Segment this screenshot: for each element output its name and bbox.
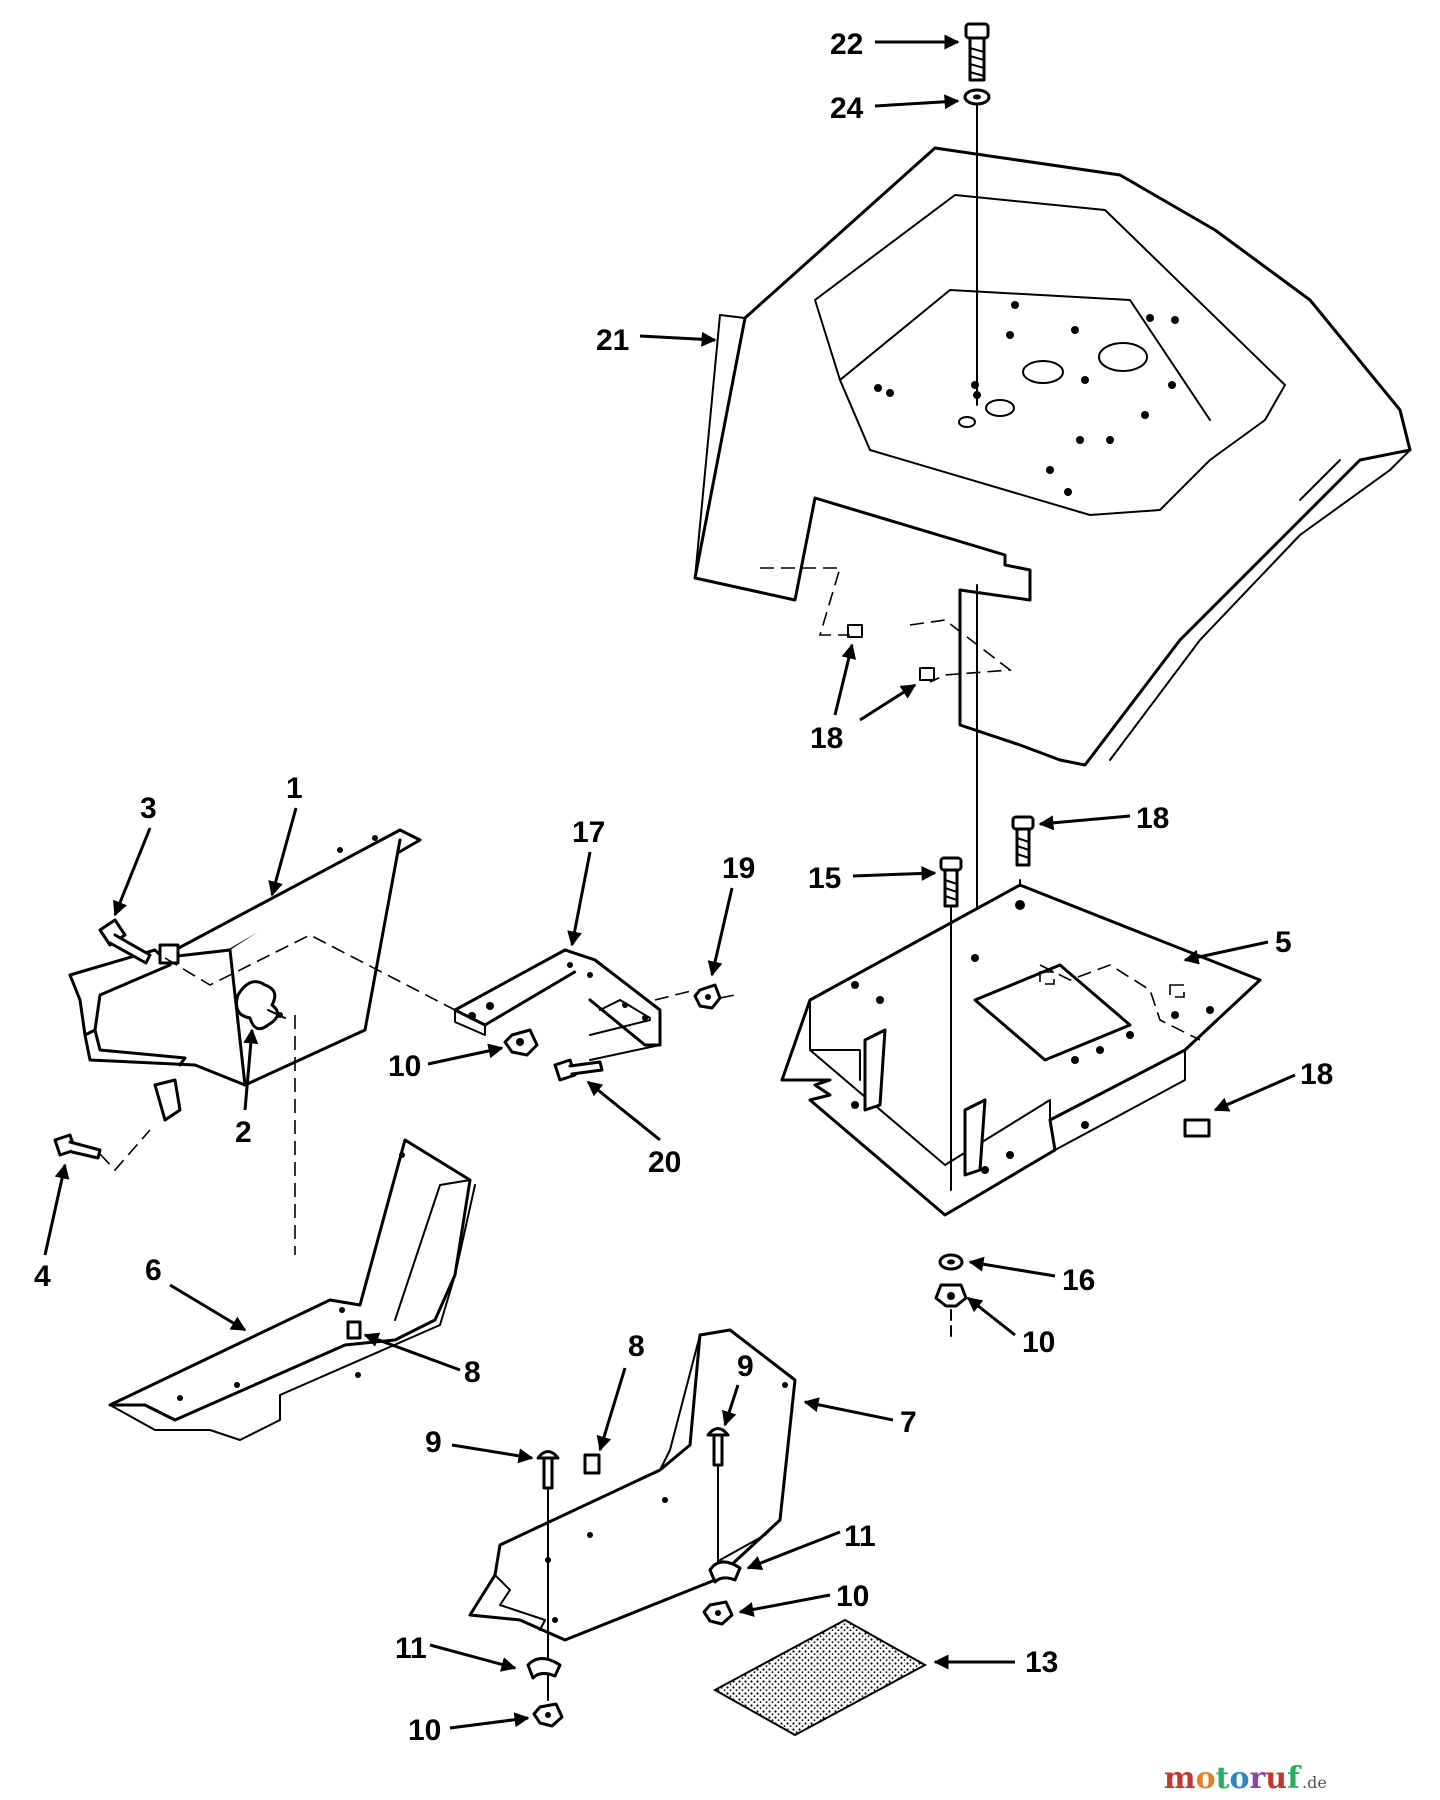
nut-part-10-footrest-left — [532, 1702, 564, 1728]
svg-text:18: 18 — [810, 722, 843, 755]
washer-part-16 — [938, 1253, 964, 1271]
bolt-part-21 — [553, 1058, 604, 1082]
nut-part-10-footrest-right — [702, 1600, 734, 1626]
svg-text:11: 11 — [395, 1632, 427, 1665]
svg-text:10: 10 — [836, 1580, 869, 1613]
screw-part-3 — [98, 918, 152, 965]
svg-text:18: 18 — [1300, 1058, 1333, 1091]
callout-8-right: 8 — [596, 1330, 645, 1452]
callout-10-footrest-right: 10 — [738, 1580, 869, 1617]
watermark-logo: motoruf .de — [1164, 1761, 1327, 1796]
clip-part-11-right — [708, 1560, 742, 1584]
callout-11-left: 11 — [395, 1632, 517, 1672]
callout-24: 24 — [830, 92, 960, 125]
seat-support-part-5 — [780, 879, 1262, 1217]
callout-6: 6 — [145, 1254, 247, 1332]
callout-22: 21 — [596, 324, 717, 357]
svg-text:11: 11 — [844, 1520, 876, 1553]
watermark-letter: m — [1164, 1761, 1196, 1796]
svg-text:2: 2 — [235, 1116, 252, 1149]
svg-text:1: 1 — [286, 772, 303, 805]
carriage-bolt-part-9-left — [536, 1450, 560, 1490]
callout-18-upper: 18 — [810, 643, 917, 755]
watermark-letter: r — [1249, 1761, 1266, 1796]
svg-text:7: 7 — [900, 1406, 917, 1439]
callout-4: 4 — [34, 1163, 70, 1293]
carriage-bolt-part-9-right — [706, 1427, 730, 1467]
callout-10-bracket: 10 — [388, 1043, 504, 1083]
svg-text:22: 22 — [830, 28, 863, 61]
nut-part-19 — [693, 983, 722, 1010]
callout-2: 2 — [235, 1028, 259, 1149]
callout-10-right: 10 — [966, 1296, 1055, 1359]
svg-text:24: 24 — [830, 92, 864, 125]
bracket-part-17 — [453, 948, 662, 1061]
svg-text:17: 17 — [572, 816, 605, 849]
footrest-part-7 — [468, 1328, 797, 1642]
svg-text:motoruf: motoruf — [1164, 1761, 1302, 1796]
callout-10-footrest-left: 10 — [408, 1712, 530, 1747]
bolt-part-23 — [964, 22, 990, 82]
svg-text:9: 9 — [425, 1426, 442, 1459]
seat-pan-part-22 — [693, 146, 1412, 767]
knob-part-2 — [235, 980, 286, 1031]
bolt-part-20 — [1011, 815, 1035, 867]
watermark-letter: t — [1216, 1761, 1230, 1796]
svg-text:5: 5 — [1275, 926, 1292, 959]
callout-labels: 22 24 21 18 1 3 2 4 17 19 10 20 15 18 5 … — [34, 28, 1333, 1747]
callout-20: 18 — [1038, 802, 1169, 835]
watermark-letter: f — [1287, 1761, 1302, 1796]
svg-text:10: 10 — [388, 1050, 421, 1083]
svg-text:8: 8 — [464, 1356, 481, 1389]
callout-17: 17 — [567, 816, 605, 947]
bolt-part-15 — [939, 856, 963, 908]
pad-part-13 — [712, 1618, 928, 1737]
callout-18-lower: 18 — [1213, 1058, 1333, 1112]
clip-part-11-left — [526, 1657, 562, 1680]
watermark-letter: o — [1196, 1761, 1216, 1796]
svg-text:3: 3 — [140, 792, 157, 825]
svg-text:4: 4 — [34, 1260, 51, 1293]
callout-8-left: 8 — [363, 1332, 481, 1389]
watermark-letter: o — [1229, 1761, 1249, 1796]
callout-9-right: 9 — [722, 1350, 754, 1427]
svg-text:16: 16 — [1062, 1264, 1095, 1297]
washer-part-24 — [963, 88, 991, 106]
svg-text:15: 15 — [808, 862, 841, 895]
svg-text:6: 6 — [145, 1254, 162, 1287]
svg-text:21: 21 — [596, 324, 629, 357]
screw-part-4 — [53, 1129, 151, 1172]
callout-21: 20 — [586, 1080, 681, 1179]
callout-23: 22 — [830, 28, 960, 61]
svg-text:19: 19 — [722, 852, 755, 885]
svg-text:9: 9 — [737, 1350, 754, 1383]
callout-16: 16 — [968, 1256, 1095, 1297]
svg-text:13: 13 — [1025, 1646, 1058, 1679]
nut-part-10-right — [934, 1283, 968, 1308]
callout-3: 3 — [113, 792, 157, 917]
svg-text:10: 10 — [408, 1714, 441, 1747]
svg-text:18: 18 — [1136, 802, 1169, 835]
svg-text:10: 10 — [1022, 1326, 1055, 1359]
callout-7: 7 — [803, 1397, 917, 1439]
svg-text:.de: .de — [1302, 1773, 1327, 1792]
callout-13: 13 — [933, 1646, 1058, 1679]
nut-part-10-bracket — [503, 1028, 539, 1057]
callout-15: 15 — [808, 862, 937, 895]
callout-1: 1 — [268, 772, 303, 897]
footrest-part-6 — [108, 1138, 476, 1441]
callout-11-right: 11 — [746, 1520, 876, 1571]
callout-9-left: 9 — [425, 1426, 534, 1464]
svg-text:20: 20 — [648, 1146, 681, 1179]
callout-5: 5 — [1183, 926, 1292, 965]
watermark-letter: u — [1265, 1761, 1287, 1796]
callout-19: 19 — [707, 852, 755, 977]
svg-text:8: 8 — [628, 1330, 645, 1363]
